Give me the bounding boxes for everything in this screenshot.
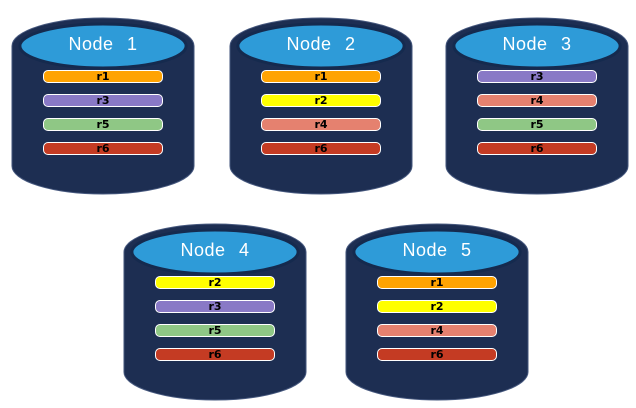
replica-label: r2	[208, 276, 222, 289]
replica-bar-r2: r2	[261, 94, 381, 107]
replica-bar-r6: r6	[261, 142, 381, 155]
replica-label: r6	[314, 142, 328, 155]
replica-label: r6	[208, 348, 222, 361]
replica-bar-r1: r1	[377, 276, 497, 289]
node-title: Node 5	[402, 240, 472, 260]
database-node-4: Node 4 r2 r3 r5 r6	[122, 214, 308, 406]
database-node-2: Node 2 r1 r2 r4 r6	[228, 8, 414, 200]
replica-bar-r5: r5	[477, 118, 597, 131]
replica-label: r5	[96, 118, 110, 131]
replica-label: r1	[430, 276, 444, 289]
replica-bar-r4: r4	[477, 94, 597, 107]
database-node-5: Node 5 r1 r2 r4 r6	[344, 214, 530, 406]
replica-bar-r6: r6	[477, 142, 597, 155]
replica-label: r4	[530, 94, 544, 107]
replica-bar-r5: r5	[43, 118, 163, 131]
replica-bar-r4: r4	[261, 118, 381, 131]
replica-list: r2 r3 r5 r6	[155, 276, 275, 372]
replica-bar-r2: r2	[377, 300, 497, 313]
replica-label: r4	[430, 324, 444, 337]
replica-label: r1	[314, 70, 328, 83]
replica-list: r3 r4 r5 r6	[477, 70, 597, 166]
replica-bar-r1: r1	[43, 70, 163, 83]
replica-label: r5	[530, 118, 544, 131]
replica-bar-r5: r5	[155, 324, 275, 337]
replica-bar-r3: r3	[477, 70, 597, 83]
replica-label: r2	[430, 300, 444, 313]
node-title: Node 1	[68, 34, 138, 54]
replica-label: r6	[430, 348, 444, 361]
replica-label: r6	[530, 142, 544, 155]
replica-list: r1 r2 r4 r6	[377, 276, 497, 372]
replica-bar-r3: r3	[43, 94, 163, 107]
replica-list: r1 r3 r5 r6	[43, 70, 163, 166]
node-title: Node 3	[502, 34, 572, 54]
replica-bar-r6: r6	[377, 348, 497, 361]
replica-label: r3	[530, 70, 544, 83]
database-node-3: Node 3 r3 r4 r5 r6	[444, 8, 630, 200]
replica-bar-r6: r6	[155, 348, 275, 361]
replica-bar-r6: r6	[43, 142, 163, 155]
replica-label: r5	[208, 324, 222, 337]
replica-bar-r3: r3	[155, 300, 275, 313]
database-node-1: Node 1 r1 r3 r5 r6	[10, 8, 196, 200]
replica-list: r1 r2 r4 r6	[261, 70, 381, 166]
replica-bar-r4: r4	[377, 324, 497, 337]
replica-label: r2	[314, 94, 328, 107]
replica-label: r6	[96, 142, 110, 155]
replica-label: r3	[96, 94, 110, 107]
replica-bar-r2: r2	[155, 276, 275, 289]
node-title: Node 4	[180, 240, 250, 260]
node-title: Node 2	[286, 34, 356, 54]
replica-label: r4	[314, 118, 328, 131]
replica-label: r3	[208, 300, 222, 313]
replica-label: r1	[96, 70, 110, 83]
replica-bar-r1: r1	[261, 70, 381, 83]
